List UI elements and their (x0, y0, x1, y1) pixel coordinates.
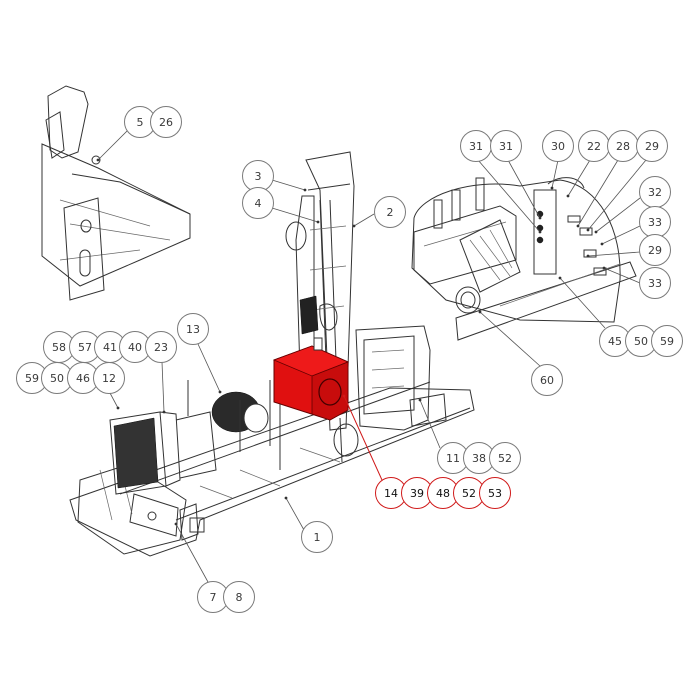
leader-line (595, 197, 641, 233)
leader-arrowhead-icon (116, 406, 120, 410)
leader-arrowhead-icon (162, 410, 166, 414)
callout-bubble-7[interactable]: 7 (197, 581, 229, 613)
leader-arrowhead-icon (174, 522, 178, 526)
leader-lines (96, 129, 647, 583)
leader-line (197, 343, 221, 393)
leader-line (587, 159, 647, 231)
leader-line (567, 159, 591, 197)
leader-line (271, 179, 306, 191)
mast (285, 151, 355, 431)
leader-arrowhead-icon (558, 276, 562, 280)
callout-bubble-22[interactable]: 22 (578, 130, 610, 162)
leader-arrowhead-icon (576, 224, 580, 228)
control-panel (355, 325, 447, 431)
leader-arrowhead-icon (594, 230, 598, 234)
leader-line (419, 399, 441, 449)
callout-bubble-32[interactable]: 32 (639, 176, 671, 208)
callout-bubble-12[interactable]: 12 (93, 362, 125, 394)
leader-arrowhead-icon (478, 310, 482, 314)
detail-view-swivel (41, 85, 191, 301)
callout-bubble-4[interactable]: 4 (242, 187, 274, 219)
leader-arrowhead-icon (218, 390, 222, 394)
callout-bubble-31[interactable]: 31 (490, 130, 522, 162)
callout-bubble-29[interactable]: 29 (639, 234, 671, 266)
leader-arrowhead-icon (538, 230, 542, 234)
leader-arrowhead-icon (600, 242, 604, 246)
callout-bubble-8[interactable]: 8 (223, 581, 255, 613)
leader-line (343, 395, 383, 481)
leader-arrowhead-icon (303, 188, 307, 192)
callout-bubble-26[interactable]: 26 (150, 106, 182, 138)
callout-bubble-53[interactable]: 53 (479, 477, 511, 509)
callout-bubble-1[interactable]: 1 (301, 521, 333, 553)
leader-line (271, 207, 319, 223)
leader-line (601, 225, 641, 245)
callout-bubble-13[interactable]: 13 (177, 313, 209, 345)
leader-line (477, 159, 541, 233)
skid-frame (69, 381, 475, 557)
callout-bubble-33[interactable]: 33 (639, 206, 671, 238)
leader-arrowhead-icon (602, 266, 606, 270)
callout-bubble-30[interactable]: 30 (542, 130, 574, 162)
leader-arrowhead-icon (96, 158, 100, 162)
callout-bubble-29[interactable]: 29 (636, 130, 668, 162)
callout-bubble-3[interactable]: 3 (242, 160, 274, 192)
callout-bubble-33[interactable]: 33 (639, 267, 671, 299)
leader-arrowhead-icon (586, 228, 590, 232)
leader-line (577, 159, 619, 227)
drum (211, 380, 271, 452)
leader-arrowhead-icon (586, 254, 590, 258)
leader-line (285, 497, 305, 531)
leader-line (97, 129, 129, 161)
leader-line (551, 159, 559, 189)
callout-bubble-59[interactable]: 59 (651, 325, 683, 357)
leader-arrowhead-icon (550, 186, 554, 190)
leader-arrowhead-icon (418, 398, 422, 402)
leader-line (353, 213, 375, 227)
leader-arrowhead-icon (316, 220, 320, 224)
leader-arrowhead-icon (342, 394, 346, 398)
leader-line (175, 523, 209, 583)
leader-line (109, 392, 119, 409)
callout-bubble-23[interactable]: 23 (145, 331, 177, 363)
leader-arrowhead-icon (538, 216, 542, 220)
leader-line (479, 311, 541, 367)
callout-bubble-28[interactable]: 28 (607, 130, 639, 162)
callout-bubble-60[interactable]: 60 (531, 364, 563, 396)
detail-view-valve-assembly (411, 177, 637, 341)
leader-line (507, 159, 541, 219)
leader-line (587, 251, 641, 257)
callout-bubble-2[interactable]: 2 (374, 196, 406, 228)
leader-arrowhead-icon (566, 194, 570, 198)
leader-line (161, 361, 165, 413)
hydraulic-tank-highlighted[interactable] (272, 337, 359, 470)
leader-arrowhead-icon (352, 224, 356, 228)
radiator (109, 380, 217, 495)
callout-bubble-31[interactable]: 31 (460, 130, 492, 162)
leader-line (559, 277, 606, 329)
leader-arrowhead-icon (284, 496, 288, 500)
leader-line (603, 267, 641, 284)
callout-bubble-52[interactable]: 52 (489, 442, 521, 474)
